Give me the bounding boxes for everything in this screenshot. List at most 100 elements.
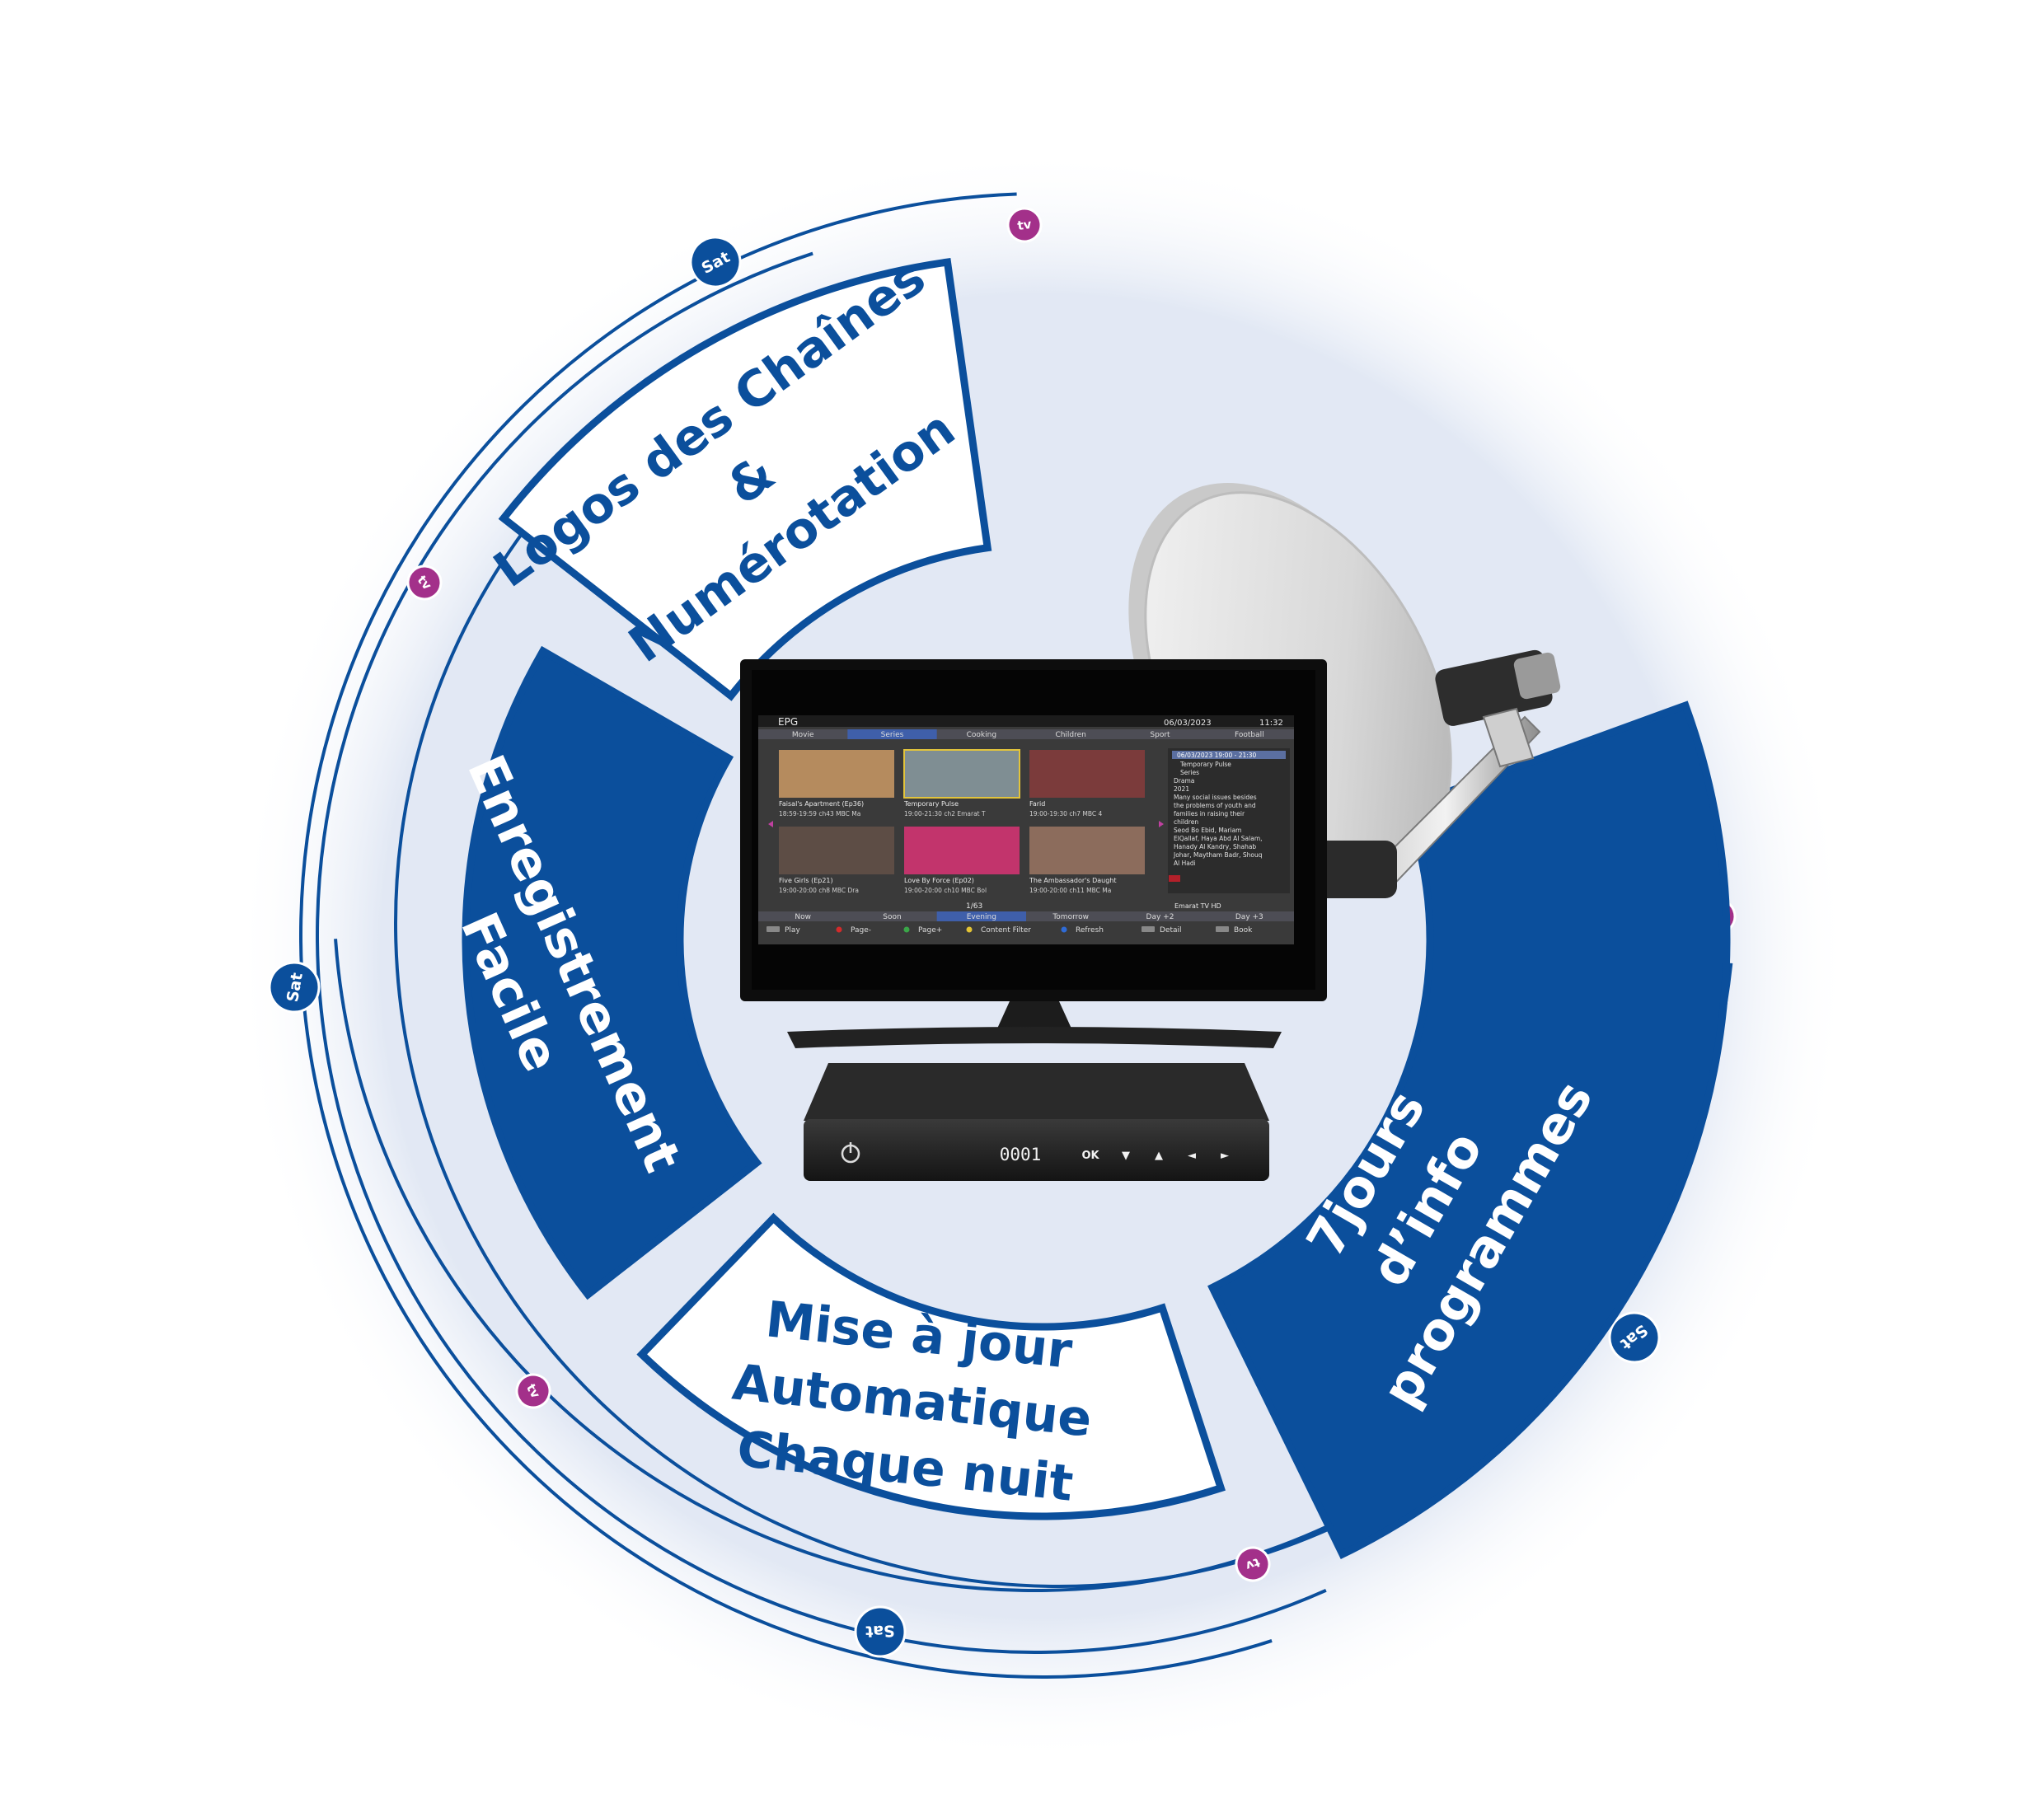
epg-thumbnail[interactable] xyxy=(903,749,1020,799)
epg-tab[interactable]: Movie xyxy=(792,731,814,739)
epg-page: 1/63 xyxy=(966,902,982,911)
epg-tab[interactable]: Children xyxy=(1055,731,1085,739)
epg-thumbnail[interactable] xyxy=(1029,827,1145,874)
epg-tab-active-bg xyxy=(847,729,937,739)
set-top-box: 0001 OK ▼ ▲ ◄ ► xyxy=(804,1063,1269,1181)
epg-detail-line: Many social issues besides xyxy=(1174,794,1257,801)
epg-time-tabs: Now Soon Evening Tomorrow Day +2 Day +3 xyxy=(758,911,1294,921)
outer-rings: SattvtvSattvtvSatSattv xyxy=(268,192,1737,1679)
epg-prev-arrow-icon[interactable] xyxy=(768,821,773,827)
epg-category-tabs: Movie Series Cooking Children Sport Football xyxy=(758,729,1294,739)
outer-ring-arc-3 xyxy=(394,315,1611,1588)
epg-footer-legend: Play Page- Page+ Content Filter Refresh Detai… xyxy=(766,926,1253,935)
epg-program-title: Love By Force (Ep02) xyxy=(904,877,974,884)
epg-thumbnail[interactable] xyxy=(1029,750,1145,798)
epg-tab[interactable]: Sport xyxy=(1150,731,1170,739)
epg-footer-label: Page+ xyxy=(918,926,942,935)
epg-program-title: Temporary Pulse xyxy=(903,800,959,808)
epg-program-title: Faisal's Apartment (Ep36) xyxy=(779,800,864,808)
epg-footer-label: Detail xyxy=(1160,926,1182,935)
epg-detail-line: Seod Bo Ebid, Mariam xyxy=(1174,827,1241,834)
epg-program-title: Five Girls (Ep21) xyxy=(779,877,833,884)
badge-label: Sat xyxy=(865,1621,895,1640)
epg-program-info: 19:00-20:00 ch11 MBC Ma xyxy=(1029,887,1111,894)
epg-detail-line: Al Hadi xyxy=(1174,860,1196,867)
epg-program-title: Farid xyxy=(1029,800,1045,808)
epg-detail-line: families in raising their xyxy=(1174,810,1245,817)
epg-detail-line: 2021 xyxy=(1174,785,1189,793)
epg-footer-label: Refresh xyxy=(1076,926,1104,935)
epg-program-info: 18:59-19:59 ch43 MBC Ma xyxy=(779,810,860,817)
epg-detail-line: ElQallaf, Haya Abd Al Salam, xyxy=(1174,835,1263,842)
epg-thumbnail[interactable] xyxy=(904,827,1020,874)
sat-badge-3: Sat xyxy=(268,961,321,1014)
tv-badge-5: tv xyxy=(1235,1546,1271,1582)
stb-arrow-button[interactable]: ▲ xyxy=(1155,1150,1163,1162)
epg-key-icon xyxy=(1216,926,1229,932)
stb-ok-button[interactable]: OK xyxy=(1081,1150,1099,1162)
epg-detail-line: children xyxy=(1174,818,1198,826)
epg-key-icon xyxy=(766,926,780,932)
epg-tab[interactable]: Football xyxy=(1235,731,1264,739)
epg-thumbnail[interactable] xyxy=(779,750,894,798)
badge-label: tv xyxy=(1244,1555,1262,1574)
epg-program-info: 19:00-20:00 ch8 MBC Dra xyxy=(779,887,859,894)
segment-logos xyxy=(498,257,992,701)
epg-time-tab[interactable]: Day +3 xyxy=(1235,913,1263,921)
epg-timetab-active-bg xyxy=(936,911,1026,921)
badge-label: tv xyxy=(1016,217,1033,233)
wheel-segments xyxy=(462,257,1731,1560)
epg-detail-line: Drama xyxy=(1174,777,1194,785)
sat-badge-6: Sat xyxy=(854,1605,907,1658)
epg-detail-line: the problems of youth and xyxy=(1174,802,1256,809)
segment-enregistrement xyxy=(462,645,762,1300)
epg-title: EPG xyxy=(778,716,798,728)
epg-program-info: 19:00-21:30 ch2 Emarat T xyxy=(904,810,986,817)
stb-arrow-button[interactable]: ▼ xyxy=(1122,1150,1130,1162)
epg-detail-line: Hanady Al Kandry, Shahab xyxy=(1174,843,1256,850)
outer-ring-arc-1 xyxy=(299,192,1273,1679)
epg-program-grid: Faisal's Apartment (Ep36) 18:59-19:59 ch4… xyxy=(768,749,1164,894)
epg-footer-label: Page- xyxy=(851,926,871,935)
epg-thumbnail[interactable] xyxy=(779,827,894,874)
badge-label: tv xyxy=(523,1381,543,1401)
tv-badge-2: tv xyxy=(406,565,443,601)
epg-next-arrow-icon[interactable] xyxy=(1159,821,1164,827)
epg-time-tab[interactable]: Soon xyxy=(883,913,901,921)
epg-color-dot-icon xyxy=(1061,926,1067,933)
epg-tab[interactable]: Series xyxy=(881,731,904,739)
segment-mise-a-jour-text: Mise à jour Automatique Chaque nuit xyxy=(729,1291,1095,1513)
stb-arrow-button[interactable]: ► xyxy=(1221,1150,1229,1162)
tv-badge-1: tv xyxy=(1006,207,1043,243)
epg-program-info: 19:00-19:30 ch7 MBC 4 xyxy=(1029,810,1102,817)
epg-footer-label: Play xyxy=(785,926,800,935)
epg-detail-line: Johar, Maytham Badr, Shouq xyxy=(1173,851,1263,859)
epg-date: 06/03/2023 xyxy=(1164,719,1212,728)
epg-detail-line: Series xyxy=(1180,769,1199,776)
stb-display: 0001 xyxy=(1000,1145,1042,1164)
stb-arrow-buttons: ▼ ▲ ◄ ► xyxy=(1122,1150,1229,1162)
sat-badge-7: Sat xyxy=(1608,1311,1661,1364)
epg-color-dot-icon xyxy=(966,926,973,933)
epg-time-tab[interactable]: Tomorrow xyxy=(1052,913,1089,921)
epg-footer-label: Content Filter xyxy=(981,926,1031,935)
epg-time: 11:32 xyxy=(1259,719,1283,728)
epg-detail-header: 06/03/2023 19:00 - 21:30 xyxy=(1177,752,1257,759)
epg-time-tab[interactable]: Now xyxy=(795,913,811,921)
epg-detail-line: Temporary Pulse xyxy=(1179,761,1231,768)
outer-ring-arc-2 xyxy=(316,251,1327,1655)
epg-key-icon xyxy=(1142,926,1155,932)
epg-footer-label: Book xyxy=(1234,926,1253,935)
epg-time-tab[interactable]: Evening xyxy=(967,913,996,921)
epg-color-dot-icon xyxy=(903,926,910,933)
tv-badge-4: tv xyxy=(515,1373,551,1409)
epg-program-info: 19:00-20:00 ch10 MBC Bol xyxy=(904,887,987,894)
stb-arrow-button[interactable]: ◄ xyxy=(1188,1150,1196,1162)
epg-color-dot-icon xyxy=(836,926,842,933)
epg-tab[interactable]: Cooking xyxy=(967,731,996,739)
epg-time-tab[interactable]: Day +2 xyxy=(1146,913,1174,921)
